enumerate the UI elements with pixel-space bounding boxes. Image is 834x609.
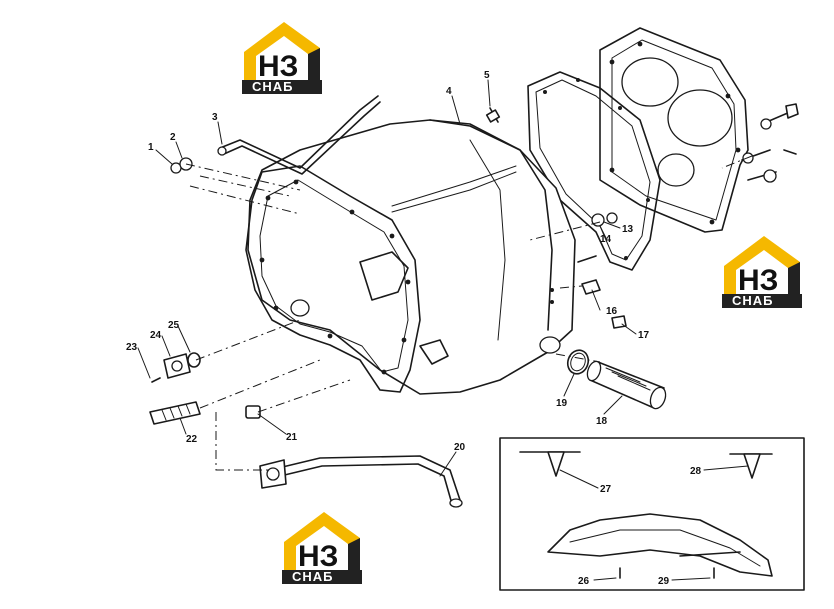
suction-tube [259, 455, 463, 508]
callout-16: 16 [606, 306, 618, 317]
callout-13: 13 [622, 224, 634, 235]
logo-word: СНАБ [252, 79, 294, 94]
fittings-1-2 [170, 157, 193, 174]
detail-inset [499, 437, 805, 591]
temperature-sender [149, 401, 201, 425]
cover-plate-24 [151, 352, 201, 383]
callout-1: 1 [148, 142, 154, 153]
breather-tube [217, 95, 381, 175]
callout-2: 2 [170, 132, 176, 143]
logo-word: СНАБ [292, 569, 334, 584]
callout-24: 24 [150, 330, 162, 341]
logo-letters: НЗ [258, 50, 298, 83]
fittings-16-17 [577, 255, 627, 329]
callout-29: 29 [658, 576, 670, 587]
rear-cover-plate [599, 27, 749, 233]
cover-bolts [741, 103, 799, 183]
callout-14: 14 [600, 234, 612, 245]
logo-letters: НЗ [738, 264, 778, 297]
callout-3: 3 [212, 112, 218, 123]
assembly-lines [185, 155, 753, 471]
callout-20: 20 [454, 442, 466, 453]
callout-22: 22 [186, 434, 198, 445]
callouts: 1 2 3 4 5 13 14 16 17 18 19 20 21 22 23 … [126, 70, 702, 587]
drain-plug [245, 405, 261, 419]
logo-mark: НЗ СНАБ [282, 512, 362, 584]
logo-letters: НЗ [298, 540, 338, 573]
callout-28: 28 [690, 466, 702, 477]
callout-17: 17 [638, 330, 650, 341]
brand-logo-top: НЗ СНАБ [238, 18, 330, 96]
logo-word: СНАБ [732, 293, 774, 308]
brand-logo-right: НЗ СНАБ [718, 232, 810, 310]
callout-5: 5 [484, 70, 490, 81]
brand-logo-bottom: НЗ СНАБ [278, 508, 370, 586]
dowel-pin [485, 107, 501, 123]
o-ring [566, 349, 590, 375]
washers-13-14 [591, 212, 618, 227]
logo-mark: НЗ СНАБ [722, 236, 802, 308]
callout-25: 25 [168, 320, 180, 331]
callout-23: 23 [126, 342, 138, 353]
transmission-case [245, 119, 576, 395]
filter-element [586, 360, 667, 410]
callout-26: 26 [578, 576, 590, 587]
callout-4: 4 [446, 86, 452, 97]
callout-27: 27 [600, 484, 612, 495]
callout-18: 18 [596, 416, 608, 427]
callout-leaders [137, 79, 749, 581]
callout-21: 21 [286, 432, 298, 443]
logo-mark: НЗ СНАБ [242, 22, 322, 94]
callout-19: 19 [556, 398, 568, 409]
